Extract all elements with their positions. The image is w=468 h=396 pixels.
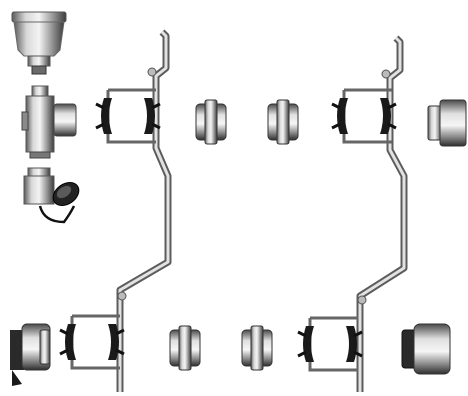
drain-valve <box>23 167 80 224</box>
union-fitting <box>195 99 227 145</box>
pipe-clamp <box>95 88 161 144</box>
union-fitting <box>241 325 273 371</box>
tee-valve-body <box>21 85 77 159</box>
end-fitting <box>427 99 467 147</box>
pipe-clamp <box>297 316 363 372</box>
end-fitting <box>401 323 451 375</box>
pipe-clamp <box>59 314 125 370</box>
union-fitting <box>169 325 201 371</box>
end-fitting <box>10 323 51 386</box>
left-mounting-bracket <box>116 29 172 392</box>
right-mounting-bracket <box>356 35 408 392</box>
union-fitting <box>267 99 299 145</box>
air-vent-cap <box>11 11 67 75</box>
pipe-clamp <box>331 88 397 144</box>
